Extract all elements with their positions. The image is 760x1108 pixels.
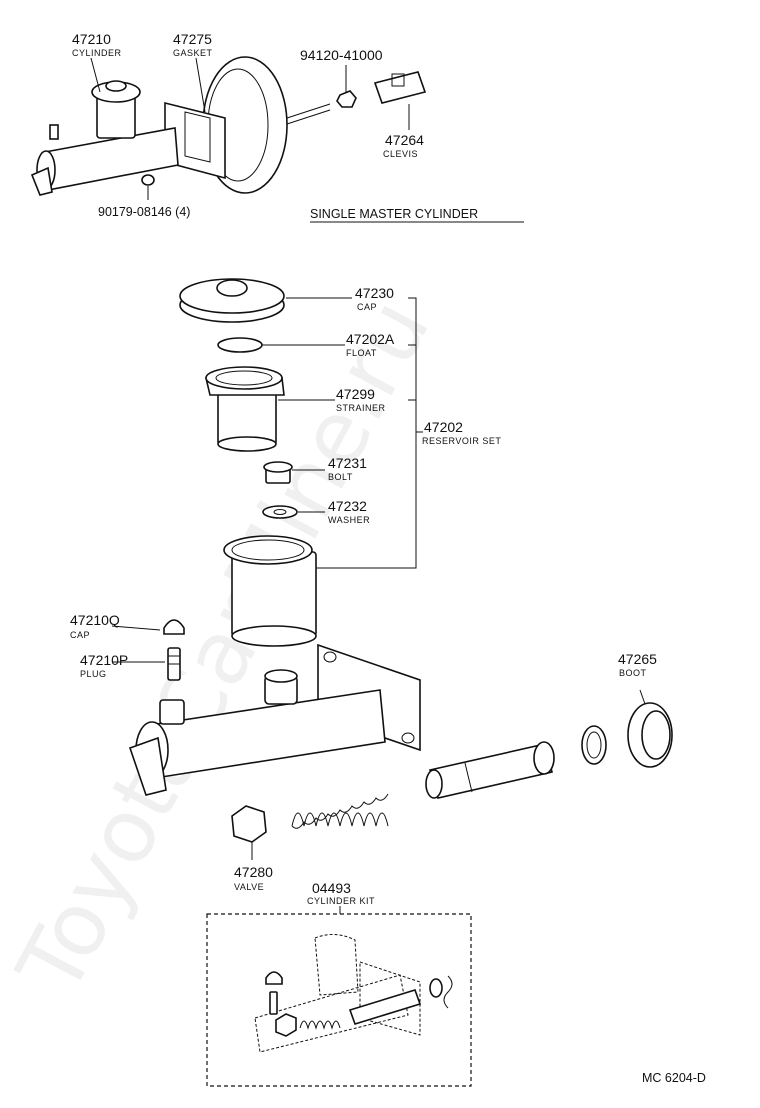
svg-text:CYLINDER KIT: CYLINDER KIT [307,896,375,906]
svg-text:BOLT: BOLT [328,472,353,482]
part-label-bolt: 47231 BOLT [328,455,367,482]
part-label-nut: 94120-41000 [300,47,383,63]
svg-text:47232: 47232 [328,498,367,514]
diagram-code: MC 6204-D [642,1071,706,1085]
svg-text:47210Q: 47210Q [70,612,120,628]
svg-text:04493: 04493 [312,880,351,896]
part-label-cap: 47230 CAP [355,285,394,312]
svg-text:90179-08146 (4): 90179-08146 (4) [98,205,190,219]
svg-text:47280: 47280 [234,864,273,880]
section-title: SINGLE MASTER CYLINDER [310,207,524,223]
svg-text:CAP: CAP [357,302,377,312]
svg-text:CLEVIS: CLEVIS [383,149,418,159]
svg-text:47265: 47265 [618,651,657,667]
svg-text:STRAINER: STRAINER [336,403,386,413]
part-label-reservoir-set: 47202 RESERVOIR SET [422,419,501,446]
part-label-boot: 47265 BOOT [618,651,657,678]
part-label-float: 47202A FLOAT [346,331,395,358]
part-label-plug: 47210P PLUG [80,652,128,679]
part-label-cylinder: 47210 CYLINDER [72,31,122,58]
cylinder-body-drawing [111,619,673,860]
svg-text:BOOT: BOOT [619,668,647,678]
svg-text:CAP: CAP [70,630,90,640]
svg-text:47202A: 47202A [346,331,395,347]
svg-text:VALVE: VALVE [234,882,264,892]
part-label-washer: 47232 WASHER [328,498,370,525]
svg-text:47264: 47264 [385,132,424,148]
svg-text:WASHER: WASHER [328,515,370,525]
svg-text:RESERVOIR SET: RESERVOIR SET [422,436,501,446]
svg-text:GASKET: GASKET [173,48,213,58]
svg-text:PLUG: PLUG [80,669,107,679]
svg-text:SINGLE MASTER CYLINDER: SINGLE MASTER CYLINDER [310,207,478,221]
svg-text:47202: 47202 [424,419,463,435]
svg-text:47299: 47299 [336,386,375,402]
part-label-bolt-top: 90179-08146 (4) [98,205,190,219]
reservoir-drawing [179,278,423,647]
part-label-gasket: 47275 GASKET [173,31,213,58]
svg-text:94120-41000: 94120-41000 [300,47,383,63]
svg-text:CYLINDER: CYLINDER [72,48,122,58]
cylinder-kit-drawing [206,913,472,1087]
svg-text:47230: 47230 [355,285,394,301]
part-label-clevis: 47264 CLEVIS [383,132,424,159]
svg-text:FLOAT: FLOAT [346,348,377,358]
part-label-bleeder-cap: 47210Q CAP [70,612,120,640]
top-assembly-drawing [30,56,427,200]
svg-text:47210P: 47210P [80,652,128,668]
svg-text:47210: 47210 [72,31,111,47]
part-label-cylinder-kit: 04493 CYLINDER KIT [307,880,375,914]
part-label-strainer: 47299 STRAINER [336,386,386,413]
svg-text:47275: 47275 [173,31,212,47]
part-label-valve: 47280 VALVE [234,864,273,892]
svg-text:47231: 47231 [328,455,367,471]
